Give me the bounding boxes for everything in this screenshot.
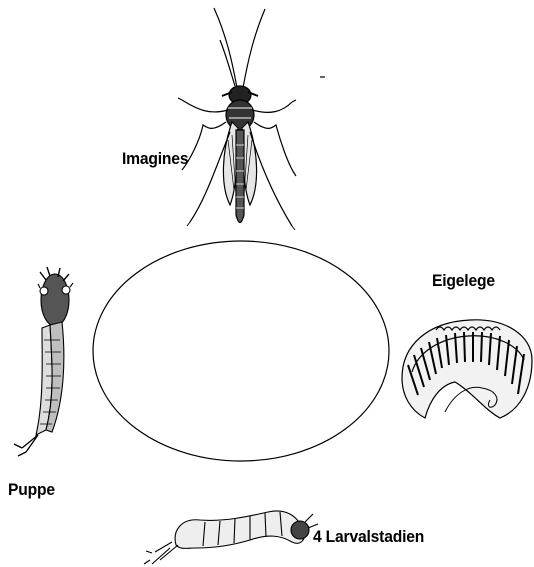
egg-raft-icon	[402, 320, 532, 418]
stage-label-eigelege: Eigelege	[432, 271, 495, 291]
adult-mosquito-icon	[178, 8, 296, 230]
stage-label-puppe: Puppe	[8, 480, 55, 500]
stage-label-larven: 4 Larvalstadien	[313, 527, 424, 547]
stage-label-imagines: Imagines	[122, 149, 188, 169]
cycle-ellipse	[93, 241, 389, 461]
larva-icon	[144, 511, 318, 564]
pupa-icon	[14, 267, 73, 456]
